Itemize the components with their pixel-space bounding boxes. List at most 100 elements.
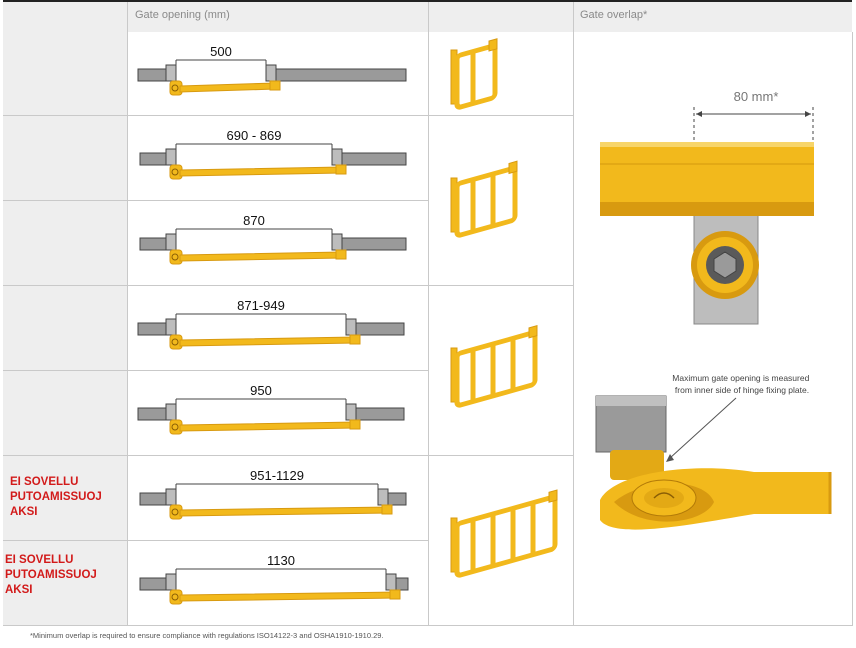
gate-arm <box>179 166 343 177</box>
gate-illustration <box>450 489 558 578</box>
row-label-cell <box>3 371 127 455</box>
gate-frame <box>454 494 558 578</box>
hinge-pin <box>171 84 179 92</box>
gate-latch <box>508 160 518 175</box>
rail-right <box>355 322 405 336</box>
callout-text: Maximum gate opening is measured from in… <box>672 373 811 395</box>
grid-line <box>3 285 573 286</box>
opening-value: 950 <box>250 383 272 398</box>
post-right <box>331 148 343 166</box>
opening-diagram: 871-949 <box>137 298 405 350</box>
rail-right <box>341 152 407 166</box>
gate-tip <box>335 164 347 175</box>
footnote: *Minimum overlap is required to ensure c… <box>30 631 384 640</box>
opening-diagram: 690 - 869 <box>139 128 407 180</box>
opening-diagram: 870 <box>139 213 407 265</box>
opening-value: 871-949 <box>237 298 285 313</box>
gate-arm <box>179 591 397 602</box>
grid-line <box>3 115 573 116</box>
table-header <box>3 0 852 32</box>
gate-tip <box>389 589 401 600</box>
hinge-pin <box>171 508 179 516</box>
gate-bar <box>600 142 814 216</box>
rail-right <box>275 68 407 82</box>
post-right <box>265 64 277 82</box>
opening-diagram: 1130 <box>139 553 409 605</box>
post-left <box>165 64 177 82</box>
grid-line <box>3 455 573 456</box>
gate-tip <box>335 249 347 260</box>
gate-tip <box>269 80 281 91</box>
hinge-pin <box>171 593 179 601</box>
post-right <box>331 233 343 251</box>
gate-latch <box>528 324 538 339</box>
header-divider <box>127 2 128 32</box>
post-left <box>165 403 177 421</box>
rail-right <box>341 237 407 251</box>
opening-value: 500 <box>210 44 232 59</box>
post-right <box>385 573 397 591</box>
row-label-cell <box>3 32 127 115</box>
hinge-pin <box>171 423 179 431</box>
bolt-icon <box>713 251 737 279</box>
hinge-boss <box>691 231 759 299</box>
post-left <box>165 233 177 251</box>
post-left <box>165 488 177 506</box>
post-left <box>165 318 177 336</box>
grid-line <box>3 370 429 371</box>
post-right <box>345 403 357 421</box>
opening-value: 870 <box>243 213 265 228</box>
post-left <box>165 148 177 166</box>
rail-right <box>355 407 405 421</box>
rail-right <box>387 492 407 506</box>
post-right <box>345 318 357 336</box>
header-gate-opening: Gate opening (mm) <box>135 9 230 21</box>
grid-line <box>127 32 128 626</box>
gate-frame <box>454 330 538 408</box>
grid-line <box>573 32 574 626</box>
row-label-cell <box>3 116 127 200</box>
row-label-cell <box>3 201 127 285</box>
gate-latch <box>488 38 498 52</box>
gate-illustrations <box>450 38 558 578</box>
opening-diagram: 500 <box>137 44 407 96</box>
grid-line <box>3 540 429 541</box>
hinge-pin <box>171 338 179 346</box>
gate-illustration <box>450 160 518 238</box>
header-divider <box>573 2 574 32</box>
warning-label: EI SOVELLU PUTOAMISSUOJ AKSI <box>5 554 97 596</box>
gate-tip <box>349 334 361 345</box>
arrow-icon <box>669 397 737 459</box>
hinge-closeup <box>595 395 832 530</box>
grid-line <box>428 32 429 626</box>
row-label-cell <box>3 456 127 540</box>
hinge-pin <box>171 253 179 261</box>
grid-line <box>3 625 853 626</box>
gate-frame <box>454 166 518 238</box>
grid-line <box>852 32 853 626</box>
hinge-pin <box>171 168 179 176</box>
warning-label: EI SOVELLU PUTOAMISSUOJ AKSI <box>10 476 102 518</box>
opening-diagram: 950 <box>137 383 405 435</box>
opening-value: 1130 <box>267 553 295 568</box>
gate-arm <box>179 82 277 93</box>
rail-right <box>395 577 409 591</box>
opening-value: 951-1129 <box>250 468 304 483</box>
gate-tip <box>381 504 393 515</box>
post-right <box>377 488 389 506</box>
gate-arm <box>179 506 389 517</box>
header-divider <box>428 2 429 32</box>
gate-illustration <box>450 38 498 110</box>
row-label-cell <box>3 541 127 625</box>
grid-line <box>3 200 429 201</box>
gate-arm <box>179 251 343 262</box>
gate-arm <box>179 336 357 347</box>
gate-illustration <box>450 324 538 408</box>
header-gate-overlap: Gate overlap* <box>580 9 648 21</box>
gate-tip <box>349 419 361 430</box>
gate-opening-diagrams: 500 690 - 869 870 871-949 950 951-1129 1130 <box>137 44 409 605</box>
row-label-cell <box>3 286 127 370</box>
opening-value: 690 - 869 <box>227 128 282 143</box>
gate-overlap-detail: 80 mm* Maximum gate opening is measured … <box>595 89 832 530</box>
post-left <box>165 573 177 591</box>
